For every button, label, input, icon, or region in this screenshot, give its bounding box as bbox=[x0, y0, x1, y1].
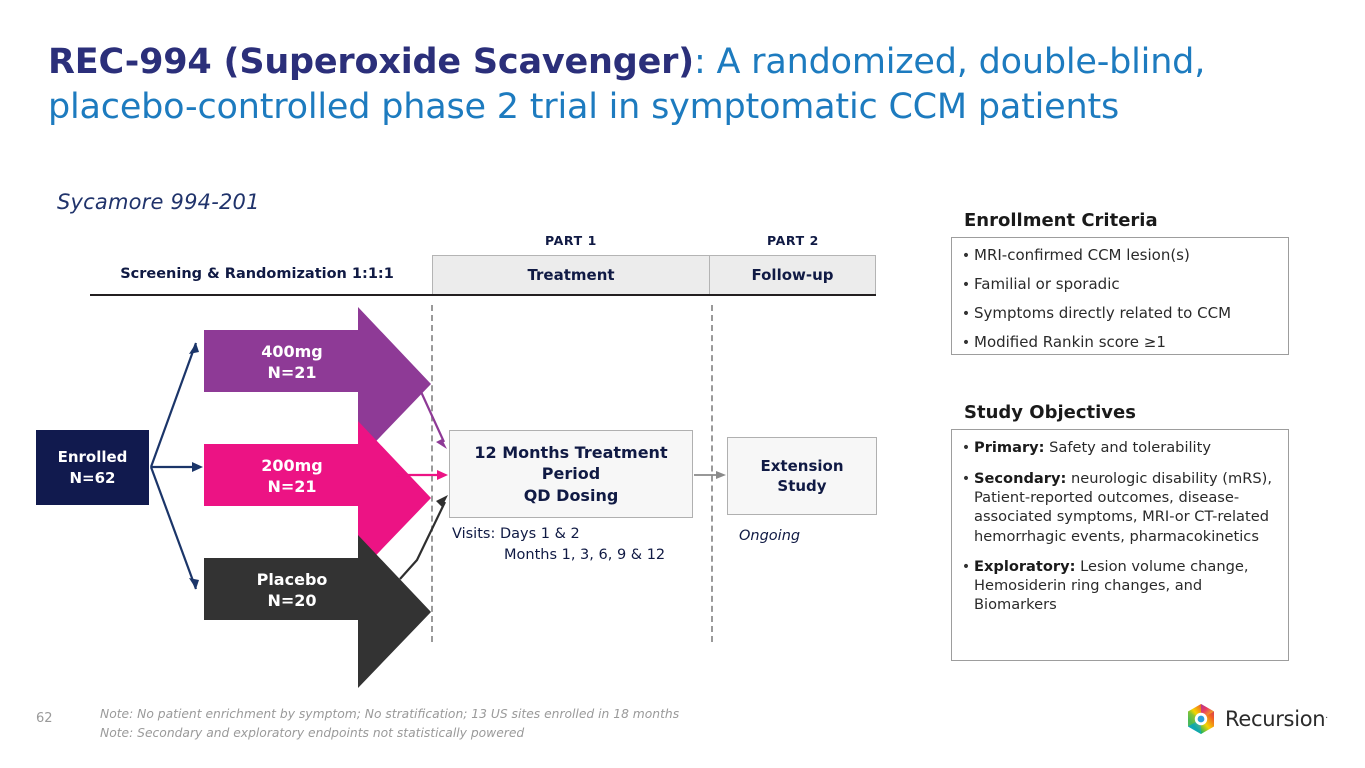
list-item: • Symptoms directly related to CCM bbox=[958, 304, 1282, 324]
visits-line1: Visits: Days 1 & 2 bbox=[452, 526, 580, 542]
enrollment-criteria-item-4: Modified Rankin score ≥1 bbox=[974, 332, 1166, 351]
objective-text-secondary: neurologic disability (mRS), Patient-rep… bbox=[974, 469, 1272, 545]
title-regular-segment: : A randomized, double-blind, placebo-co… bbox=[48, 42, 1206, 127]
enrollment-criteria-item-3: Symptoms directly related to CCM bbox=[974, 303, 1232, 322]
arm-label-400mg: 400mg N=21 bbox=[212, 342, 372, 384]
treatment-box-line2: Period bbox=[541, 464, 601, 484]
footer-notes: Note: No patient enrichment by symptom; … bbox=[100, 705, 860, 743]
enrollment-criteria-title: Enrollment Criteria bbox=[964, 210, 1158, 231]
visits-line2: Months 1, 3, 6, 9 & 12 bbox=[504, 547, 666, 564]
connector-placebo-head bbox=[436, 495, 448, 507]
enrollment-criteria-panel: • MRI-confirmed CCM lesion(s) • Familial… bbox=[951, 237, 1289, 355]
bullet-icon: • bbox=[961, 334, 971, 351]
arm-label-placebo: Placebo N=20 bbox=[212, 570, 372, 612]
title-bold-segment: REC-994 (Superoxide Scavenger) bbox=[48, 42, 694, 82]
part-1-label: PART 1 bbox=[545, 233, 597, 248]
extension-box-line1: Extension bbox=[760, 456, 844, 475]
bullet-icon: • bbox=[961, 558, 971, 575]
extension-study-box: Extension Study bbox=[727, 437, 877, 515]
treatment-box-line1: 12 Months Treatment bbox=[474, 442, 668, 462]
timeline-baseline-rule bbox=[90, 294, 876, 296]
band-treatment: Treatment bbox=[432, 255, 710, 295]
recursion-hexagon-icon bbox=[1188, 704, 1214, 734]
phase-divider-1 bbox=[431, 305, 433, 642]
page-number: 62 bbox=[36, 711, 53, 726]
enrolled-count: N=62 bbox=[69, 468, 116, 487]
study-name: Sycamore 994-201 bbox=[57, 190, 260, 214]
page-title: REC-994 (Superoxide Scavenger): A random… bbox=[48, 40, 1338, 130]
recursion-logo: Recursion. bbox=[1186, 703, 1328, 735]
study-objective-primary: Primary: Safety and tolerability bbox=[974, 438, 1280, 457]
treatment-box-line3: QD Dosing bbox=[523, 485, 619, 505]
arm-dose-200mg: 200mg bbox=[261, 456, 323, 475]
connector-placebo bbox=[399, 501, 446, 580]
connector-extension-head bbox=[716, 471, 726, 479]
study-objectives-panel: • Primary: Safety and tolerability • Sec… bbox=[951, 429, 1289, 661]
extension-box-line2: Study bbox=[777, 477, 827, 495]
recursion-brand-text: Recursion bbox=[1225, 707, 1326, 731]
list-item: • Exploratory: Lesion volume change, Hem… bbox=[958, 557, 1280, 615]
arm-count-400mg: N=21 bbox=[267, 362, 317, 382]
enrollment-criteria-item-1: MRI-confirmed CCM lesion(s) bbox=[974, 246, 1190, 264]
footer-note-2: Note: Secondary and exploratory endpoint… bbox=[100, 726, 525, 741]
ongoing-note: Ongoing bbox=[739, 528, 801, 544]
list-item: • Primary: Safety and tolerability bbox=[958, 438, 1280, 458]
screening-randomization-label: Screening & Randomization 1:1:1 bbox=[120, 266, 394, 282]
phase-divider-2 bbox=[711, 305, 713, 642]
objective-text-primary: Safety and tolerability bbox=[1044, 439, 1211, 456]
objective-lead-exploratory: Exploratory: bbox=[974, 557, 1076, 575]
recursion-tm: . bbox=[1325, 711, 1328, 721]
study-objective-exploratory: Exploratory: Lesion volume change, Hemos… bbox=[974, 557, 1280, 615]
arm-label-200mg: 200mg N=21 bbox=[212, 456, 372, 498]
objective-lead-secondary: Secondary: bbox=[974, 469, 1067, 487]
band-followup: Follow-up bbox=[710, 255, 876, 295]
list-item: • MRI-confirmed CCM lesion(s) bbox=[958, 246, 1282, 266]
treatment-period-box: 12 Months Treatment Period QD Dosing bbox=[449, 430, 693, 518]
objective-lead-primary: Primary: bbox=[974, 439, 1045, 456]
bullet-icon: • bbox=[961, 305, 971, 322]
enrollment-criteria-item-2: Familial or sporadic bbox=[974, 274, 1120, 293]
enrolled-label: Enrolled bbox=[57, 448, 128, 467]
list-item: • Modified Rankin score ≥1 bbox=[958, 333, 1282, 353]
enrolled-box: Enrolled N=62 bbox=[36, 430, 149, 505]
bullet-icon: • bbox=[961, 440, 971, 456]
study-objectives-title: Study Objectives bbox=[964, 402, 1136, 423]
recursion-wordmark: Recursion. bbox=[1225, 707, 1328, 731]
connector-400mg-head bbox=[436, 439, 447, 449]
list-item: • Familial or sporadic bbox=[958, 275, 1282, 295]
objective-text-exploratory: Lesion volume change, Hemosiderin ring c… bbox=[974, 557, 1249, 614]
connector-200mg-head bbox=[437, 470, 448, 480]
footer-note-1: Note: No patient enrichment by symptom; … bbox=[100, 707, 680, 721]
arm-count-placebo: N=20 bbox=[267, 590, 317, 610]
arm-dose-400mg: 400mg bbox=[261, 342, 323, 361]
part-2-label: PART 2 bbox=[767, 233, 819, 248]
bullet-icon: • bbox=[961, 470, 971, 487]
bullet-icon: • bbox=[961, 248, 971, 264]
list-item: • Secondary: neurologic disability (mRS)… bbox=[958, 469, 1280, 546]
arm-count-200mg: N=21 bbox=[267, 476, 317, 496]
randomization-arrows bbox=[149, 342, 203, 590]
connector-400mg bbox=[399, 361, 446, 443]
visits-schedule: Visits: Days 1 & 2 Months 1, 3, 6, 9 & 1… bbox=[452, 524, 712, 566]
bullet-icon: • bbox=[961, 276, 971, 293]
study-objective-secondary: Secondary: neurologic disability (mRS), … bbox=[974, 469, 1280, 546]
arm-dose-placebo: Placebo bbox=[256, 570, 328, 589]
